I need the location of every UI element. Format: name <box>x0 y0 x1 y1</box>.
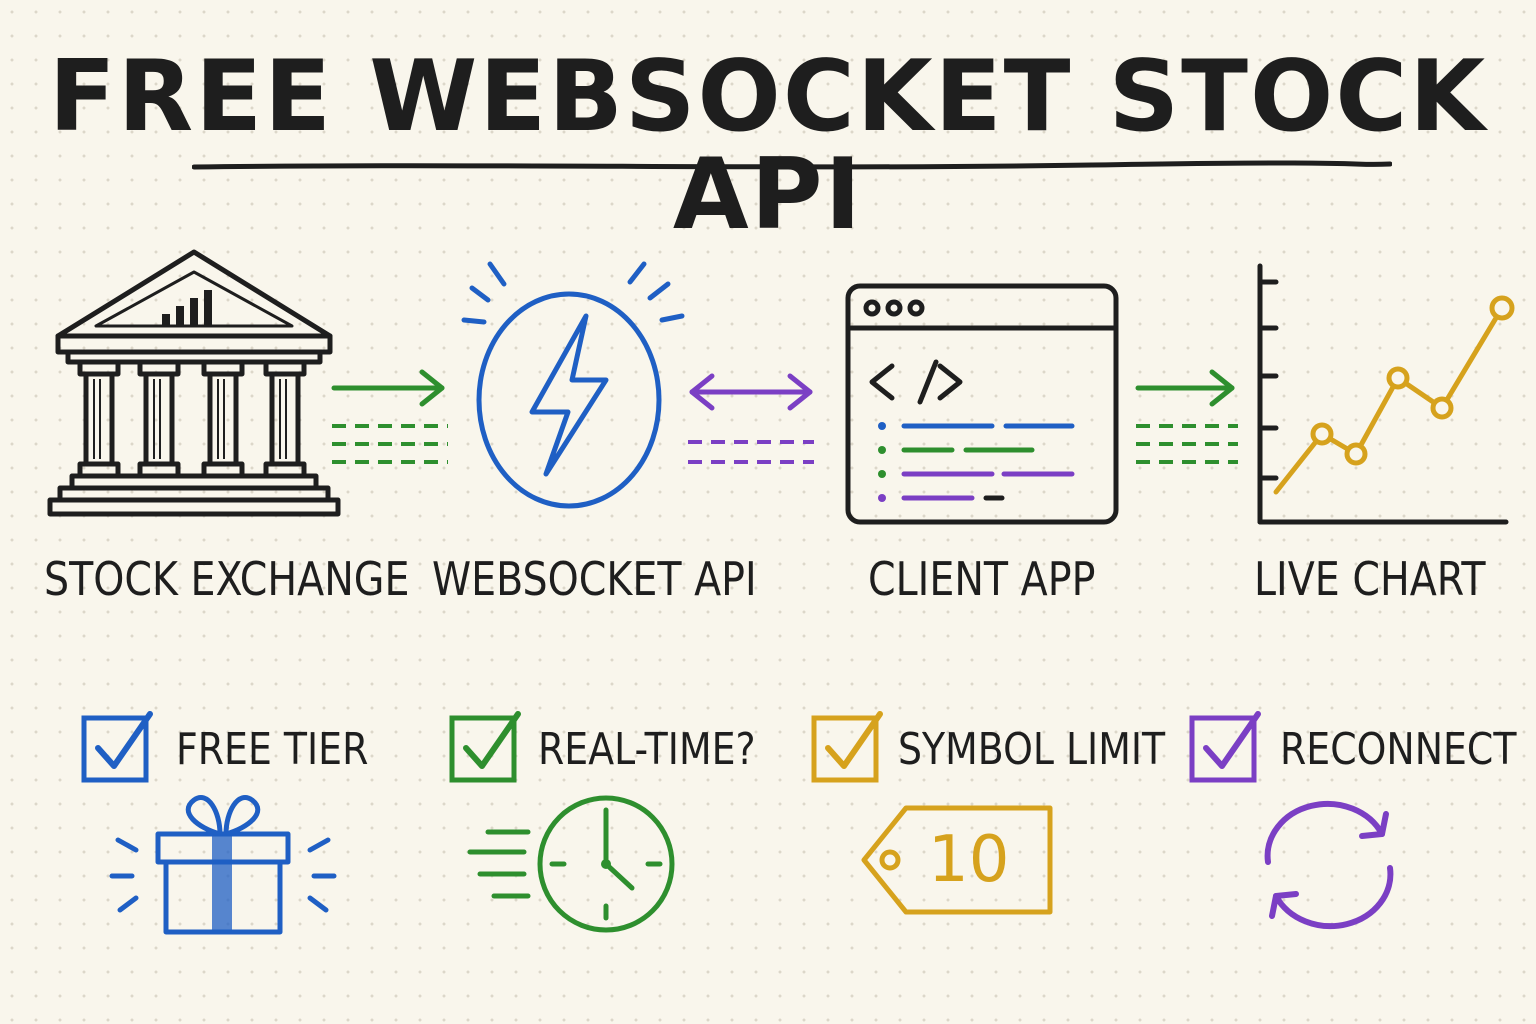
feature-label-reconnect: RECONNECT <box>1280 724 1517 775</box>
stage-label-client-app: CLIENT APP <box>868 552 1096 606</box>
feature-label-symbol-limit: SYMBOL LIMIT <box>898 724 1166 775</box>
symbol-limit-value: 10 <box>928 823 1010 897</box>
clock-icon <box>467 795 675 933</box>
refresh-arrows-icon <box>1264 800 1394 930</box>
flow-arrow-exchange-to-api <box>331 369 448 464</box>
line-chart-icon <box>1257 263 1515 525</box>
stage-label-stock-exchange: STOCK EXCHANGE <box>44 552 410 606</box>
checkbox-symbol-limit-icon <box>811 711 883 783</box>
flow-arrow-api-client <box>688 373 814 464</box>
stage-label-live-chart: LIVE CHART <box>1254 552 1486 606</box>
gift-box-icon <box>109 795 337 935</box>
code-window-icon <box>845 283 1119 525</box>
price-tag-icon <box>861 805 1053 915</box>
title-underline <box>192 160 1392 170</box>
feature-label-real-time: REAL-TIME? <box>538 724 756 775</box>
lightning-bolt-icon <box>461 261 685 509</box>
checkbox-real-time-icon <box>449 711 521 783</box>
flow-arrow-client-to-chart <box>1135 369 1238 464</box>
feature-label-free-tier: FREE TIER <box>176 724 369 775</box>
bank-building-icon <box>47 249 341 517</box>
checkbox-free-tier-icon <box>81 711 153 783</box>
stage-label-websocket-api: WEBSOCKET API <box>432 552 757 606</box>
checkbox-reconnect-icon <box>1189 711 1261 783</box>
page-title: FREE WEBSOCKET STOCK API <box>48 40 1488 252</box>
